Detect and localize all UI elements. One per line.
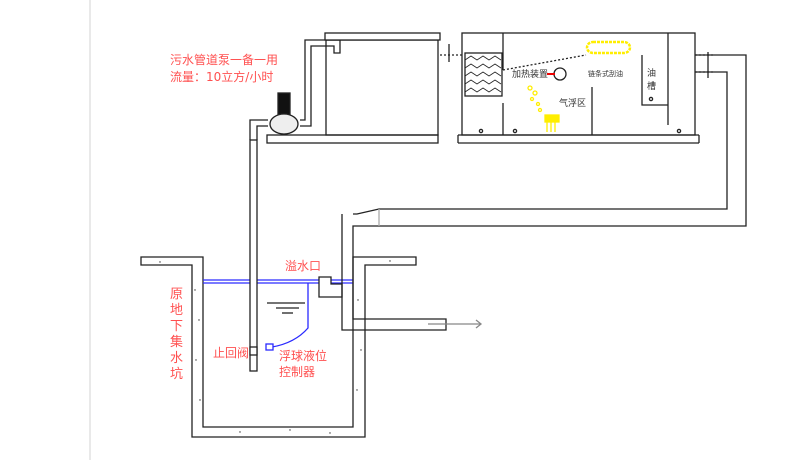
suction-pipe [249,139,258,372]
drain-valves [478,96,682,134]
overflow-label: 溢水口 [285,259,322,273]
pump-flow-label: 流量：10立方/小时 [170,70,274,84]
float-switch-label-1: 浮球液位 [279,349,328,363]
pump-body [269,113,299,135]
check-valve [249,346,258,356]
float-ball [265,343,274,351]
heater-label: 加热装置 [512,70,549,80]
pump-title-label: 污水管道泵一备一用 [170,53,279,67]
bubbles [527,85,543,113]
collection-pit [140,256,417,438]
float-switch-label-2: 控制器 [279,365,316,379]
buffer-tank [325,39,439,136]
pit-label: 原地下集水坑 [170,287,184,382]
flotation-label: 气浮区 [559,99,587,109]
skimmer-label: 链条式刮油 [588,70,623,78]
concrete-speckle [159,260,391,434]
pump-base [266,134,439,144]
pump-motor [277,92,291,116]
chain-skimmer-icon [585,40,632,55]
air-pump-icon [544,114,560,123]
oil-tank-label: 油槽 [647,69,657,92]
check-valve-label: 止回阀 [213,346,250,360]
water-level-symbol [267,302,305,314]
coalescing-media [464,52,503,97]
discharge-riser [249,39,341,140]
outlet-pipe [341,54,747,331]
